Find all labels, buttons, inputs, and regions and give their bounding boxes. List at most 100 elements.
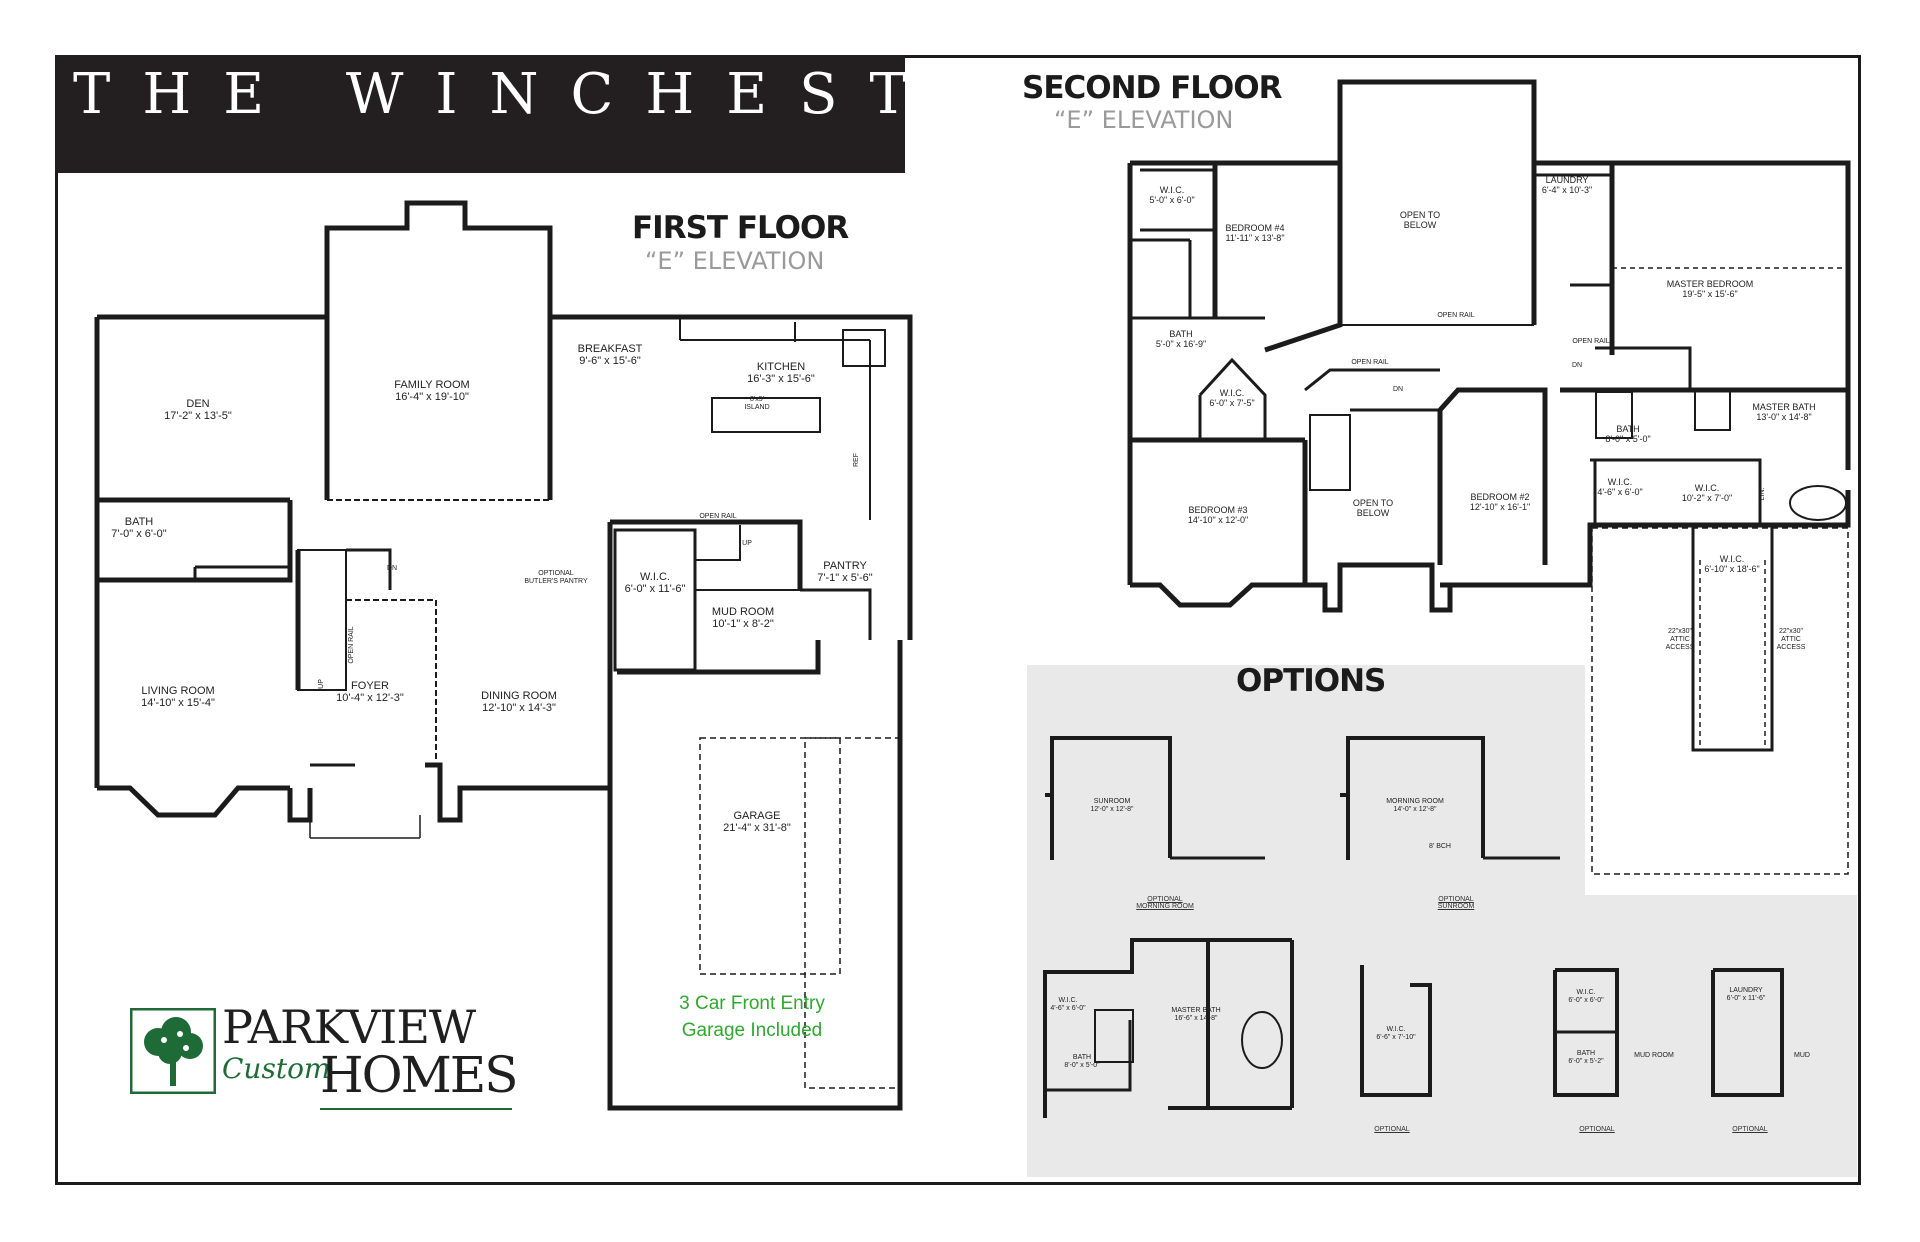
option-mud-bath: BATH 6'-0" x 5'-2" bbox=[1568, 1050, 1603, 1066]
room-name: OPEN TO bbox=[1352, 498, 1394, 508]
room-name: BATH bbox=[1169, 329, 1193, 339]
room-dimension: 17'-2" x 13'-5" bbox=[164, 410, 232, 422]
room-breakfast: BREAKFAST 9'-6" x 15'-6" bbox=[578, 343, 643, 367]
attic-access-right: 22"x30" ATTIC ACCESS bbox=[1776, 628, 1806, 651]
room-name: LAUNDRY bbox=[1545, 175, 1589, 185]
option-dimension: 16'-6" x 14'-8" bbox=[1174, 1015, 1218, 1022]
room-wic-center: W.I.C. 6'-0" x 7'-5" bbox=[1209, 388, 1254, 408]
open-rail-right-note: OPEN RAIL bbox=[1572, 338, 1610, 345]
parkview-homes-logo: PARKVIEW Custom HOMES bbox=[130, 1000, 530, 1110]
room-name: GARAGE bbox=[733, 810, 781, 822]
stair-open-rail-note: OPEN RAIL bbox=[348, 626, 355, 664]
room-wic-upper-left: W.I.C. 5'-0" x 6'-0" bbox=[1149, 185, 1194, 205]
stair-up-note: UP bbox=[742, 540, 752, 547]
option-name: MUD ROOM bbox=[1634, 1052, 1674, 1059]
room-name: BATH bbox=[1616, 424, 1640, 434]
option-sunroom: SUNROOM 12'-0" x 12'-8" bbox=[1090, 798, 1133, 814]
room-dimension: 6'-0" x 11'-6" bbox=[624, 583, 686, 595]
foyer-stair-up-note: UP bbox=[318, 679, 325, 689]
butlers-pantry-note: OPTIONAL BUTLER'S PANTRY bbox=[524, 570, 588, 585]
option-master-bath: MASTER BATH 16'-6" x 14'-8" bbox=[1171, 1007, 1220, 1023]
option-wic: W.I.C. 6'-6" x 7'-10" bbox=[1376, 1026, 1415, 1042]
option-dimension: 6'-0" x 5'-2" bbox=[1568, 1058, 1604, 1065]
stair-down-note-right: DN bbox=[1571, 362, 1583, 369]
option-name: W.I.C. bbox=[1576, 989, 1596, 996]
room-bath-left: BATH 5'-0" x 16'-9" bbox=[1156, 329, 1206, 349]
room-dimension: BELOW bbox=[1403, 220, 1437, 230]
room-wic-long: W.I.C. 6'-10" x 18'-6" bbox=[1704, 554, 1759, 574]
room-bedroom-3: BEDROOM #3 14'-10" x 12'-0" bbox=[1188, 505, 1248, 525]
linen-note: LIN. bbox=[1759, 487, 1766, 501]
room-dimension: 12'-10" x 14'-3" bbox=[482, 702, 556, 714]
room-dimension: 6'-0" x 7'-5" bbox=[1209, 398, 1255, 408]
room-laundry: LAUNDRY 6'-4" x 10'-3" bbox=[1542, 175, 1592, 195]
room-open-to-below-stair: OPEN TO BELOW bbox=[1353, 498, 1393, 518]
second-floor-walls bbox=[1127, 79, 1851, 875]
room-name: DINING ROOM bbox=[481, 690, 557, 702]
room-dimension: 12'-10" x 16'-1" bbox=[1469, 502, 1531, 512]
option-sunroom-caption: OPTIONAL MORNING ROOM bbox=[1136, 896, 1194, 910]
room-garage: GARAGE 21'-4" x 31'-8" bbox=[723, 810, 791, 834]
second-floor-heading: SECOND FLOOR bbox=[1022, 70, 1282, 106]
option-name: BATH bbox=[1072, 1054, 1092, 1061]
room-dimension: BELOW bbox=[1356, 508, 1390, 518]
room-dimension: 19'-5" x 15'-6" bbox=[1682, 289, 1738, 299]
room-name: LIVING ROOM bbox=[141, 685, 215, 697]
room-name: MASTER BATH bbox=[1752, 402, 1816, 412]
option-name: W.I.C. bbox=[1058, 997, 1078, 1004]
room-name: FAMILY ROOM bbox=[394, 379, 470, 391]
options-heading: OPTIONS bbox=[1236, 663, 1386, 699]
room-name: FOYER bbox=[351, 680, 389, 692]
room-dimension: 6'-4" x 10'-3" bbox=[1541, 185, 1593, 195]
room-dimension: 11'-11" x 13'-8" bbox=[1225, 233, 1285, 243]
room-dimension: 7'-0" x 6'-0" bbox=[111, 528, 167, 540]
option-morning-room-caption: OPTIONAL SUNROOM bbox=[1437, 896, 1475, 910]
room-dimension: 9'-6" x 15'-6" bbox=[579, 355, 641, 367]
room-dimension: 6'-10" x 18'-6" bbox=[1704, 564, 1760, 574]
option-master-wic: W.I.C. 4'-6" x 6'-0" bbox=[1050, 997, 1085, 1013]
room-bedroom-4: BEDROOM #4 11'-11" x 13'-8" bbox=[1225, 223, 1284, 243]
open-rail-note: OPEN RAIL bbox=[699, 513, 737, 520]
option-morning-room: MORNING ROOM 14'-0" x 12'-8" bbox=[1386, 798, 1444, 814]
option-dimension: 12'-0" x 12'-8" bbox=[1090, 806, 1134, 813]
room-dimension: 16'-3" x 15'-6" bbox=[747, 373, 815, 385]
option-dimension: 8'-0" x 5'-0" bbox=[1064, 1062, 1100, 1069]
plan-title: THE WINCHESTER bbox=[73, 62, 1086, 127]
room-name: W.I.C. bbox=[1219, 388, 1245, 398]
room-name: BEDROOM #4 bbox=[1225, 223, 1285, 233]
room-name: W.I.C. bbox=[640, 571, 670, 583]
room-master-bath: MASTER BATH 13'-0" x 14'-8" bbox=[1752, 402, 1815, 422]
option-dimension: 4'-6" x 6'-0" bbox=[1050, 1005, 1086, 1012]
bench-note: 8' BCH bbox=[1429, 843, 1451, 850]
logo-word-parkview: PARKVIEW bbox=[222, 1000, 476, 1054]
stair-down-note-upper: DN bbox=[1392, 386, 1404, 393]
room-open-to-below-top: OPEN TO BELOW bbox=[1400, 210, 1440, 230]
room-name: DEN bbox=[186, 398, 210, 410]
option-name: BATH bbox=[1576, 1050, 1596, 1057]
options-walls bbox=[1043, 736, 1784, 1118]
option-name: LAUNDRY bbox=[1729, 987, 1763, 994]
room-dimension: 16'-4" x 19'-10" bbox=[395, 391, 469, 403]
room-bath: BATH 7'-0" x 6'-0" bbox=[111, 516, 166, 540]
room-mud-room: MUD ROOM 10'-1" x 8'-2" bbox=[712, 606, 774, 630]
title-bar bbox=[55, 55, 905, 173]
first-floor-walls bbox=[94, 200, 913, 1111]
room-name: OPEN TO bbox=[1399, 210, 1441, 220]
option-master-bath-small: BATH 8'-0" x 5'-0" bbox=[1064, 1054, 1099, 1070]
room-name: BEDROOM #3 bbox=[1188, 505, 1248, 515]
option-name: MASTER BATH bbox=[1171, 1007, 1221, 1014]
room-name: MASTER BEDROOM bbox=[1666, 279, 1754, 289]
room-wic: W.I.C. 6'-0" x 11'-6" bbox=[625, 571, 686, 595]
open-rail-stair-note: OPEN RAIL bbox=[1351, 359, 1389, 366]
room-name: W.I.C. bbox=[1607, 477, 1633, 487]
option-mud-wic: W.I.C. 6'-0" x 6'-0" bbox=[1568, 989, 1603, 1005]
room-dimension: 14'-10" x 15'-4" bbox=[141, 697, 215, 709]
option-dimension: 6'-6" x 7'-10" bbox=[1376, 1034, 1416, 1041]
room-name: BEDROOM #2 bbox=[1470, 492, 1530, 502]
room-bath-right: BATH 8'-0" x 5'-0" bbox=[1605, 424, 1650, 444]
room-family-room: FAMILY ROOM 16'-4" x 19'-10" bbox=[394, 379, 469, 403]
stair-down-note: DN bbox=[386, 565, 398, 572]
room-dining-room: DINING ROOM 12'-10" x 14'-3" bbox=[481, 690, 557, 714]
room-wic-master: W.I.C. 10'-2" x 7'-0" bbox=[1682, 483, 1732, 503]
